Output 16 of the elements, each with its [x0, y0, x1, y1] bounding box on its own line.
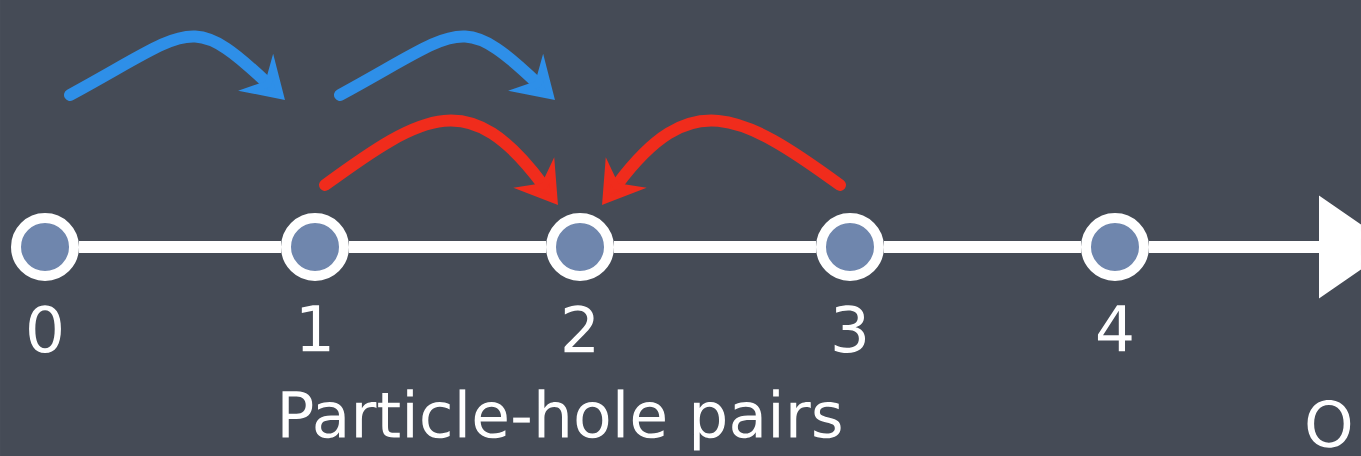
axis-title: Particle-hole pairs [282, 389, 841, 451]
tick-number: 1 [301, 305, 330, 352]
tick-number: 2 [564, 305, 594, 353]
axis-line [349, 241, 546, 253]
tick-number: 4 [1097, 305, 1132, 352]
tick-number: 3 [834, 305, 866, 354]
cut-off-text: O [1307, 399, 1351, 448]
axis-line [79, 241, 281, 253]
point-circle [281, 213, 349, 281]
point-circle [1081, 213, 1149, 281]
point-circle [816, 213, 884, 281]
point-circle [11, 213, 79, 281]
tick-number: 0 [29, 305, 61, 354]
axis-line [884, 241, 1081, 253]
point-circle [546, 213, 614, 281]
axis-line [614, 241, 816, 253]
